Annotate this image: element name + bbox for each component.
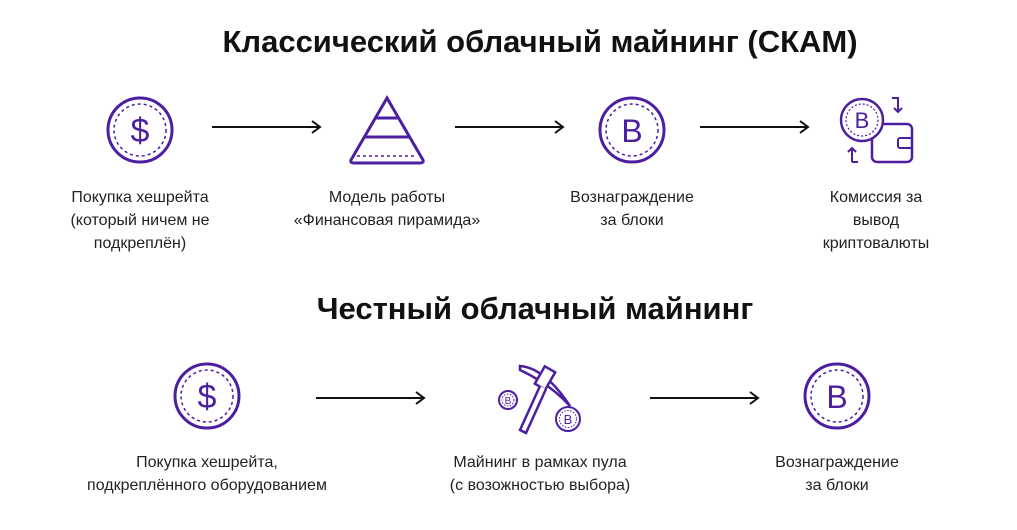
bitcoin-coin-icon: B — [803, 362, 871, 430]
svg-text:$: $ — [198, 378, 217, 416]
svg-text:B: B — [621, 113, 642, 149]
bitcoin-coin-icon: B — [598, 96, 666, 164]
arrow-icon — [700, 120, 810, 134]
arrow-icon — [212, 120, 322, 134]
dollar-coin-icon: $ — [173, 362, 241, 430]
svg-text:B: B — [505, 396, 512, 407]
step-label: Вознаграждение за блоки — [775, 454, 899, 494]
pyramid-icon — [349, 95, 425, 165]
dollar-coin-icon: $ — [106, 96, 174, 164]
step-label: Модель работы «Финансовая пирамида» — [293, 189, 481, 229]
step-label: Комиссия за вывод криптовалюты — [822, 189, 930, 252]
pickaxe-icon: B B — [498, 364, 581, 435]
arrow-icon — [316, 391, 426, 405]
step-label: Майнинг в рамках пула (с возожностью выб… — [449, 454, 631, 494]
svg-text:$: $ — [131, 112, 150, 150]
arrow-icon — [455, 120, 565, 134]
step-label: Покупка хешрейта (который ничем не подкр… — [70, 189, 210, 252]
step-label: Вознаграждение за блоки — [570, 189, 694, 229]
svg-text:B: B — [564, 412, 573, 427]
scam-title: Классический облачный майнинг (СКАМ) — [222, 24, 858, 59]
bitcoin-wallet-icon: B — [839, 97, 914, 164]
svg-text:B: B — [855, 108, 870, 133]
step-label: Покупка хешрейта, подкреплённого оборудо… — [87, 454, 327, 494]
honest-title: Честный облачный майнинг — [316, 291, 754, 326]
arrow-icon — [650, 391, 760, 405]
svg-text:B: B — [826, 379, 847, 415]
